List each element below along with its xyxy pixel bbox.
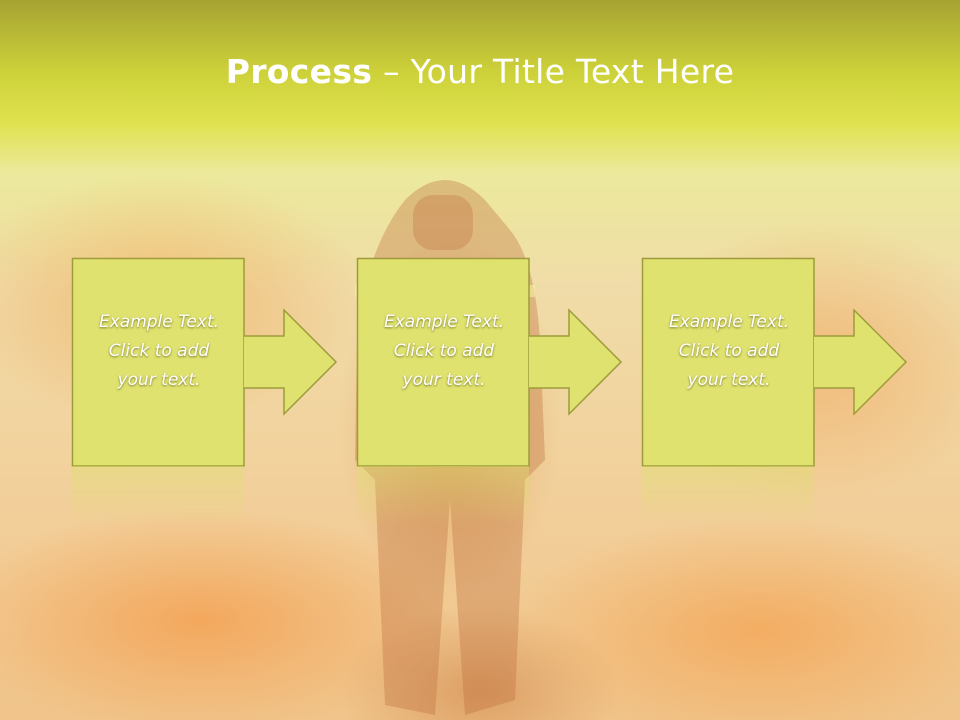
- title-rest: – Your Title Text Here: [372, 52, 735, 91]
- step-2-shape: [356, 257, 623, 467]
- step-2-text[interactable]: Example Text. Click to add your text.: [383, 312, 505, 390]
- step-3-shape: [641, 257, 908, 467]
- process-step-1[interactable]: Example Text. Click to add your text.: [71, 257, 338, 467]
- step-3-reflection: [642, 466, 814, 526]
- step-1-shape: [71, 257, 338, 467]
- slide-title[interactable]: Process – Your Title Text Here: [0, 52, 960, 91]
- step-1-text[interactable]: Example Text. Click to add your text.: [98, 312, 220, 390]
- process-step-3[interactable]: Example Text. Click to add your text.: [641, 257, 908, 467]
- step-1-reflection: [72, 466, 244, 526]
- step-3-text[interactable]: Example Text. Click to add your text.: [668, 312, 790, 390]
- title-bold: Process: [225, 52, 373, 91]
- step-2-reflection: [357, 466, 529, 526]
- process-step-2[interactable]: Example Text. Click to add your text.: [356, 257, 623, 467]
